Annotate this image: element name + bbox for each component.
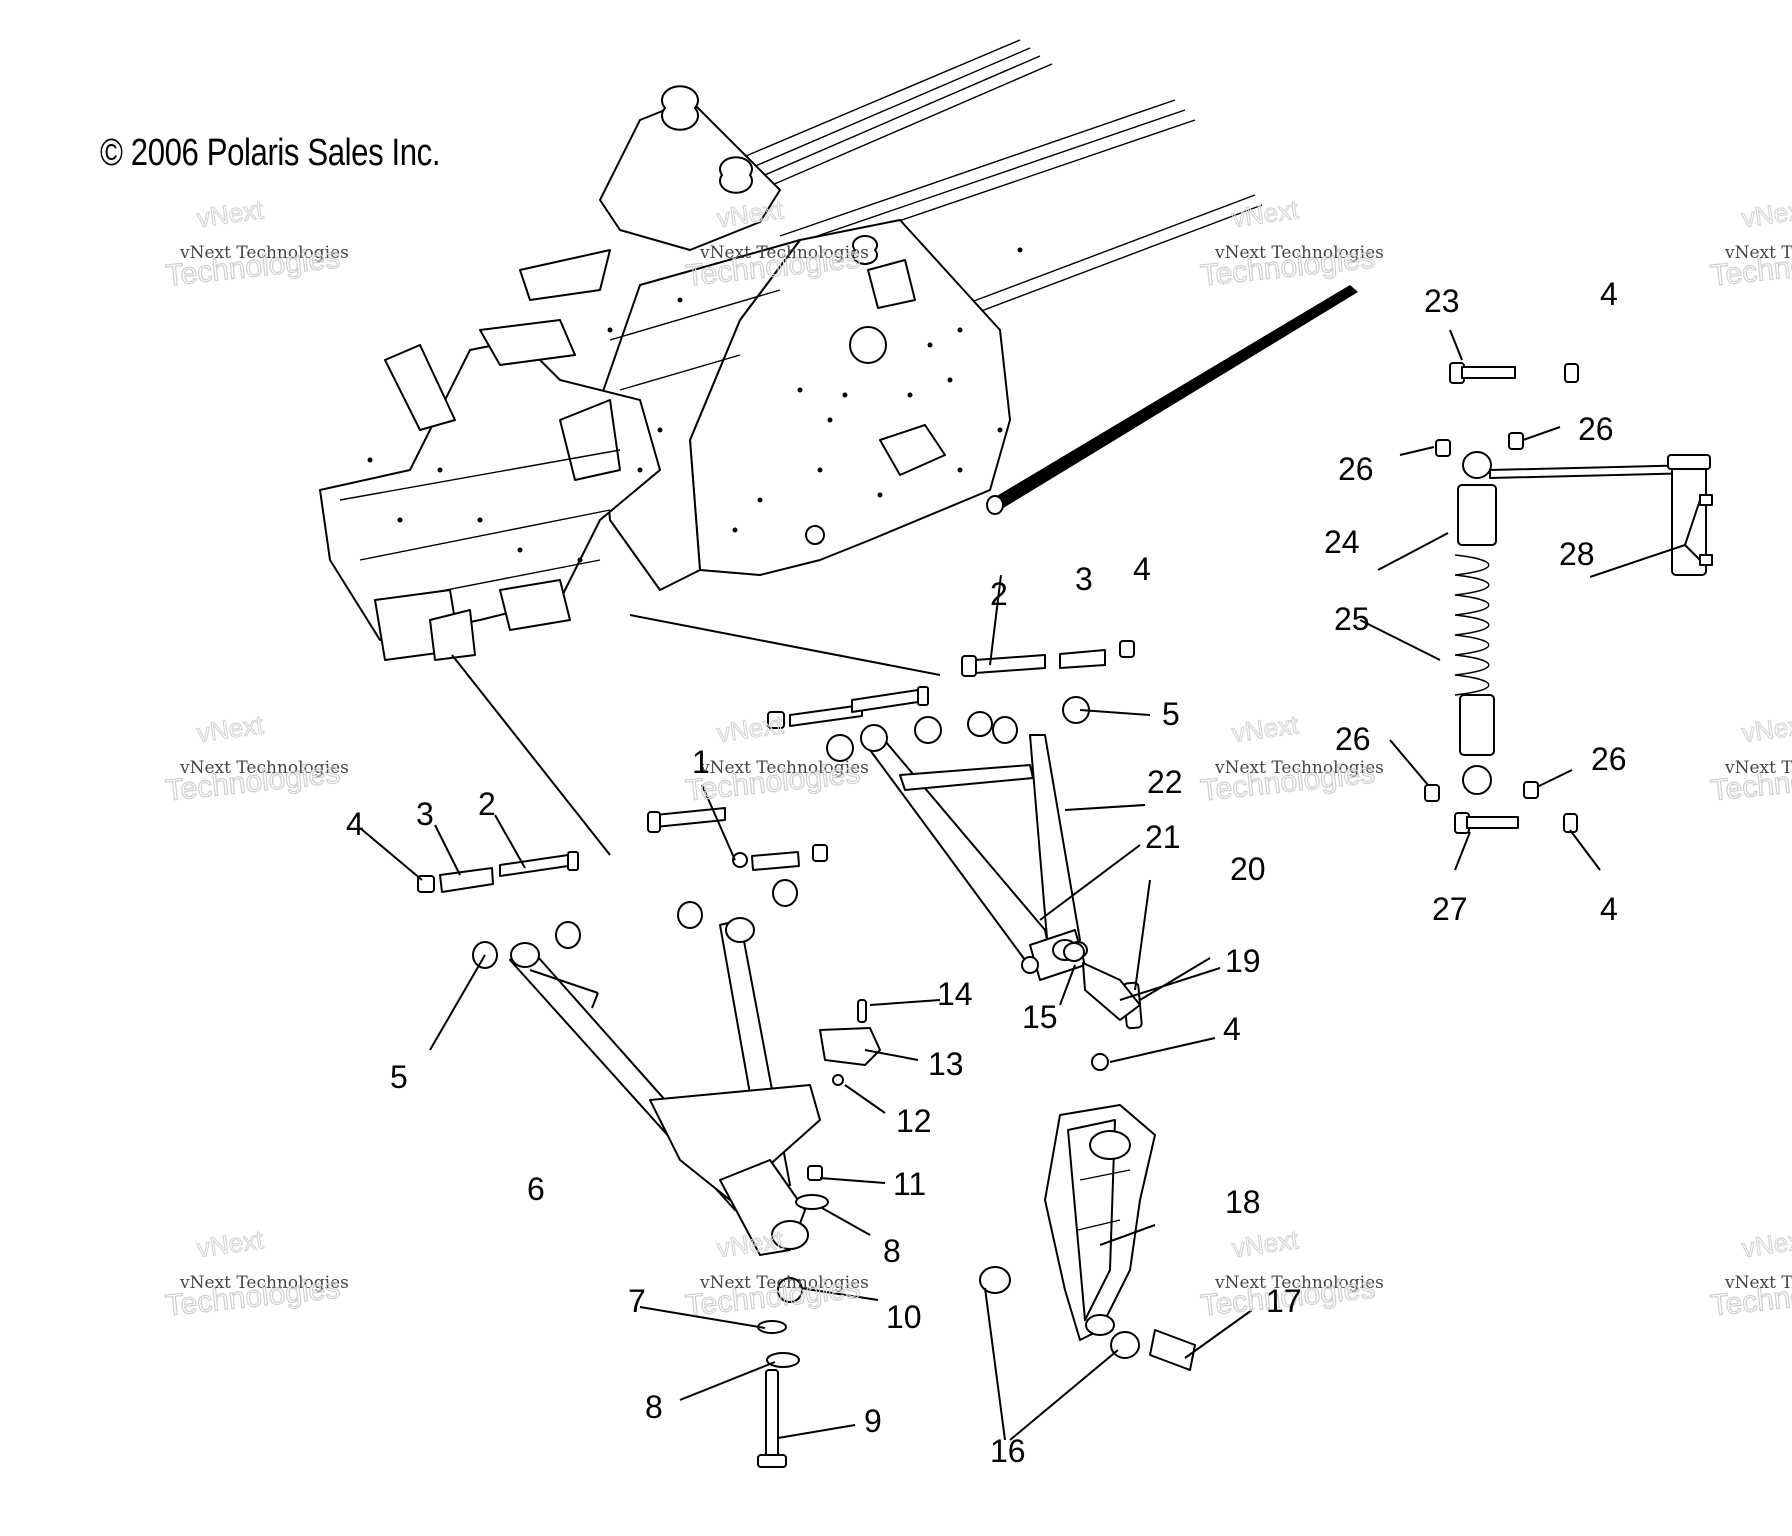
callout-26: 26 — [1335, 721, 1371, 757]
chassis-frame — [319, 39, 1358, 661]
callout-4: 4 — [1600, 891, 1618, 927]
callout-24: 24 — [1324, 524, 1360, 560]
watermark-text: vNext — [195, 709, 266, 748]
watermark-text: vNext Technologies — [179, 758, 349, 778]
callout-5: 5 — [1162, 696, 1180, 732]
callout-26: 26 — [1578, 411, 1614, 447]
callout-3: 3 — [1075, 561, 1093, 597]
callout-8: 8 — [645, 1389, 663, 1425]
rivet-holes — [367, 247, 1023, 563]
watermark-text: vNext — [715, 1224, 786, 1263]
callout-7: 7 — [628, 1283, 646, 1319]
lower-a-arm — [509, 917, 821, 1256]
callout-5: 5 — [390, 1059, 408, 1095]
callout-22: 22 — [1147, 764, 1183, 800]
watermark-text: vNext Technologies — [1214, 1273, 1384, 1293]
callout-3: 3 — [416, 796, 434, 832]
callout-26: 26 — [1591, 741, 1627, 777]
watermark-text: vNext Technologies — [1724, 243, 1792, 263]
misc-parts — [757, 942, 1143, 1468]
callout-9: 9 — [864, 1403, 882, 1439]
watermark-text: vNext Technologies — [699, 1273, 869, 1293]
callout-2: 2 — [478, 786, 496, 822]
watermark-text: vNext Technologies — [699, 758, 869, 778]
callout-16: 16 — [990, 1433, 1026, 1469]
watermark-text: vNext — [1740, 1224, 1792, 1263]
callout-6: 6 — [527, 1171, 545, 1207]
callout-19: 19 — [1225, 943, 1261, 979]
callout-4: 4 — [1223, 1011, 1241, 1047]
watermark-text: vNext — [1230, 1224, 1301, 1263]
callout-4: 4 — [346, 806, 364, 842]
watermark-text: vNext — [1740, 194, 1792, 233]
callout-15: 15 — [1022, 999, 1058, 1035]
upper-arm-hardware — [767, 640, 1135, 974]
callout-23: 23 — [1424, 283, 1460, 319]
watermark-text: vNext — [715, 709, 786, 748]
callout-2: 2 — [990, 576, 1008, 612]
watermark-text: vNext — [195, 194, 266, 233]
callout-1: 1 — [692, 744, 710, 780]
watermark-text: vNext — [1740, 709, 1792, 748]
callout-18: 18 — [1225, 1184, 1261, 1220]
callout-11: 11 — [893, 1166, 926, 1202]
leader-lines — [359, 329, 1701, 1441]
shock-absorber — [1454, 451, 1713, 795]
callout-14: 14 — [937, 976, 973, 1012]
callout-28: 28 — [1559, 536, 1595, 572]
copyright-notice: © 2006 Polaris Sales Inc. — [100, 132, 441, 174]
watermark-text: vNext Technologies — [1214, 243, 1384, 263]
watermark-text: vNext Technologies — [179, 243, 349, 263]
callout-12: 12 — [896, 1103, 932, 1139]
callout-25: 25 — [1334, 601, 1370, 637]
callout-17: 17 — [1266, 1283, 1302, 1319]
watermark-text: vNext Technologies — [1214, 758, 1384, 778]
watermark-text: vNext Technologies — [699, 243, 869, 263]
shock-hardware — [1424, 362, 1579, 834]
callout-27: 27 — [1432, 891, 1468, 927]
watermark-text: vNext Technologies — [1724, 1273, 1792, 1293]
watermark-text: vNext — [195, 1224, 266, 1263]
callout-4: 4 — [1133, 551, 1151, 587]
watermark-text: vNext Technologies — [1724, 758, 1792, 778]
watermark-text: vNext Technologies — [179, 1273, 349, 1293]
lower-arm-hardware — [417, 807, 828, 969]
callout-10: 10 — [886, 1299, 922, 1335]
spindle — [979, 1104, 1196, 1371]
callout-20: 20 — [1230, 851, 1266, 887]
callout-8: 8 — [883, 1233, 901, 1269]
callout-13: 13 — [928, 1046, 964, 1082]
callout-26: 26 — [1338, 451, 1374, 487]
callout-21: 21 — [1145, 819, 1181, 855]
callout-4: 4 — [1600, 276, 1618, 312]
callouts: 1 2 2 3 3 4 4 4 4 4 5 5 6 7 8 8 9 10 11 … — [346, 276, 1627, 1469]
upper-a-arm — [869, 734, 1086, 981]
watermark-text: vNext — [1230, 709, 1301, 748]
